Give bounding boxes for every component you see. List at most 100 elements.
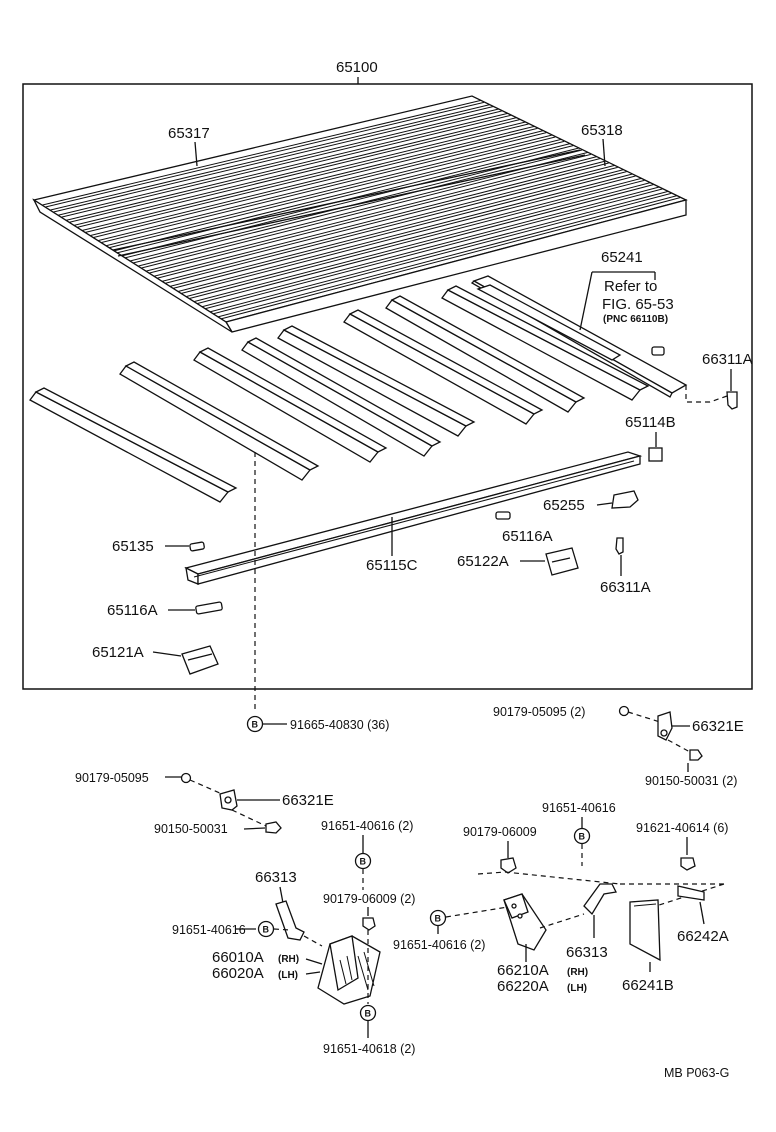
bracket-66210A [503, 893, 547, 951]
panel-rib [68, 114, 511, 223]
label-91621-40614: 91621-40614 (6) [636, 821, 728, 835]
mudflap-66241B [629, 899, 661, 962]
floor-panel [32, 95, 688, 333]
refer-line2: FIG. 65-53 [602, 296, 674, 313]
label-65317: 65317 [168, 125, 210, 142]
panel-rib [97, 130, 544, 242]
bracket-65121A [181, 645, 219, 675]
panel-rib [180, 175, 636, 294]
label-66220A: 66220A [497, 978, 549, 995]
panel-rib [185, 177, 642, 298]
clip-66311A-top [726, 391, 738, 410]
svg-text:B: B [360, 857, 367, 867]
bracket-65122A [545, 547, 579, 576]
svg-text:B: B [435, 914, 442, 924]
refer-line3: (PNC 66110B) [603, 314, 668, 325]
svg-text:B: B [365, 1009, 372, 1019]
label-91651-40616-mid: 91651-40616 (2) [393, 938, 485, 952]
panel-rib [193, 182, 651, 303]
label-66311A-top: 66311A [702, 351, 753, 368]
label-91651-40616-top-right: 91651-40616 [542, 801, 616, 815]
panel-rib [81, 121, 526, 231]
label-66220A-side: (LH) [567, 983, 587, 994]
panel-rib [209, 190, 669, 313]
panel-rib [57, 108, 499, 216]
bracket-66313-right [583, 883, 617, 916]
label-66020A: 66020A [212, 965, 264, 982]
panel-rib [116, 140, 565, 254]
label-66210A: 66210A [497, 962, 549, 979]
label-66313-left: 66313 [255, 869, 297, 886]
label-66242A: 66242A [677, 928, 729, 945]
label-66210A-side: (RH) [567, 967, 588, 978]
svg-text:B: B [579, 832, 586, 842]
label-65241: 65241 [601, 249, 643, 266]
label-90150-50031-right: 90150-50031 (2) [645, 774, 737, 788]
panel-rib [220, 197, 681, 320]
clip-65116A-left [195, 601, 223, 615]
cross-sill-flange [348, 309, 544, 415]
panel-rib [217, 195, 678, 318]
panel-rib [105, 134, 553, 247]
label-65255: 65255 [543, 497, 585, 514]
panel-rib [137, 151, 589, 267]
panel-rib [41, 99, 482, 206]
panel-rib [145, 156, 597, 272]
label-91651-40616-top-left: 91651-40616 (2) [321, 819, 413, 833]
panel-rib [100, 132, 547, 244]
bolt-icon: B [429, 909, 447, 927]
bracket-66010A [317, 935, 381, 1005]
label-66311A-bottom: 66311A [600, 579, 651, 596]
panel-rib [164, 166, 618, 284]
panel-rib [108, 136, 556, 249]
label-65122A: 65122A [457, 553, 509, 570]
label-90150-50031-left: 90150-50031 [154, 822, 228, 836]
label-66241B: 66241B [622, 977, 674, 994]
cross-sills [29, 285, 650, 503]
cross-sill-flange [34, 387, 238, 493]
label-65318: 65318 [581, 122, 623, 139]
plate-66242A [677, 885, 705, 901]
label-65114B: 65114B [625, 414, 676, 431]
svg-text:B: B [263, 925, 270, 935]
panel-rib [153, 160, 606, 277]
bracket-65114B [648, 447, 663, 462]
cross-sill-flange [246, 337, 442, 447]
cross-sill-flange [124, 361, 320, 471]
panel-rib [156, 162, 609, 279]
label-66020A-side: (LH) [278, 970, 298, 981]
bracket-65255 [611, 490, 639, 509]
clip-66311A-bottom [615, 537, 624, 555]
bracket-66313-left [275, 900, 305, 941]
front-sill-65115C [184, 451, 643, 585]
panel-rib [177, 173, 633, 292]
svg-text:B: B [252, 720, 259, 730]
label-65116A-left: 65116A [107, 602, 158, 619]
label-91651-40618-bottom: 91651-40618 (2) [323, 1042, 415, 1056]
bolt-icon: B [359, 1004, 377, 1022]
panel-rib [201, 186, 660, 308]
bolt-icon: B [573, 827, 591, 845]
clip-65116A-right [495, 511, 511, 520]
panel-rib [76, 119, 520, 228]
label-90179-05095-right: 90179-05095 (2) [493, 705, 585, 719]
label-90179-05095-left: 90179-05095 [75, 771, 149, 785]
panel-rib [92, 127, 538, 239]
label-91651-40616-left: 91651-40616 [172, 923, 246, 937]
panel-rib [49, 104, 490, 211]
label-66313-right: 66313 [566, 944, 608, 961]
cross-sill-flange [198, 347, 388, 453]
panel-rib [140, 153, 592, 269]
cross-sill-flange [446, 285, 650, 391]
panel-rib [124, 145, 574, 259]
panel-rib [132, 149, 583, 264]
label-90179-06009-2: 90179-06009 (2) [323, 892, 415, 906]
label-65115C: 65115C [366, 557, 418, 574]
assembly-frame [22, 83, 753, 690]
label-66010A-side: (RH) [278, 954, 299, 965]
panel-rib [212, 192, 672, 315]
assembly-label: 65100 [336, 59, 378, 76]
label-65121A: 65121A [92, 644, 144, 661]
panel-rib [188, 179, 645, 300]
